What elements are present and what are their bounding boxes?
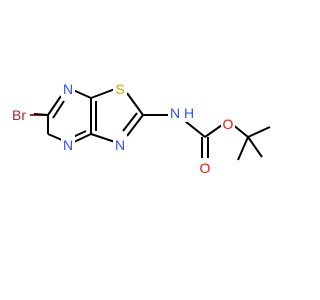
bond-br-c6-carbon	[33, 113, 49, 116]
bond-n-thiazole-c3a	[90, 133, 116, 143]
ester-oxygen-label: O	[223, 116, 234, 132]
amide-hydrogen-label: H	[184, 105, 194, 121]
bond-c3a-n-bottom	[73, 133, 92, 143]
amide-nitrogen-label: N	[170, 105, 180, 121]
bond-tbu-methyl-2	[247, 136, 263, 158]
bond-nh-c-carbonyl	[184, 120, 206, 138]
bond-c2-n-thiazole	[126, 114, 144, 137]
thiazole-nitrogen-label: N	[115, 137, 125, 153]
bond-c2-n-thiazole-double	[122, 112, 138, 132]
bond-tbu-methyl-1	[247, 126, 271, 138]
sulfur-label: S	[115, 81, 124, 97]
bond-c-o-ester	[204, 124, 223, 138]
bond-n-top-c7a	[72, 89, 92, 99]
bond-c6-n-top	[47, 95, 62, 116]
bond-s-c2	[126, 92, 144, 116]
bond-tbu-methyl-3	[237, 136, 249, 161]
atom-label-layer: Br N S N N N H O O	[8, 79, 235, 178]
bond-n-bottom-c5	[47, 133, 63, 141]
bond-c3a-n-bottom-double	[72, 130, 87, 138]
pyrazine-nitrogen-bottom-label: N	[63, 137, 73, 153]
bond-layer	[26, 88, 271, 161]
bond-c6-n-top-double	[52, 100, 65, 119]
pyrazine-nitrogen-top-label: N	[63, 81, 73, 97]
carbonyl-oxygen-label: O	[200, 160, 211, 176]
bromine-label: Br	[12, 107, 26, 123]
structure-diagram: Br N S N N N H O O	[8, 79, 271, 178]
bond-c7a-s	[90, 88, 116, 99]
molecule-canvas: Br N S N N N H O O	[8, 79, 271, 178]
